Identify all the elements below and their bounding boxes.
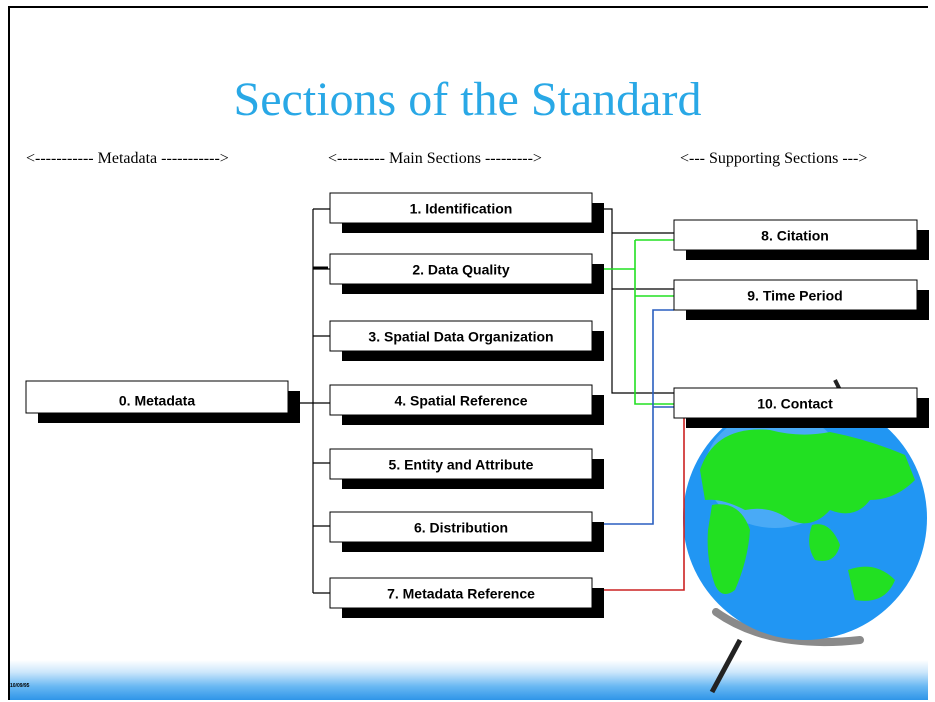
box-spatial-reference: 4. Spatial Reference [329, 384, 604, 425]
box-label-citation: 8. Citation [761, 228, 829, 244]
box-contact: 10. Contact [673, 387, 929, 428]
box-label-entity-attribute: 5. Entity and Attribute [389, 457, 534, 473]
box-label-spatial-reference: 4. Spatial Reference [394, 393, 527, 409]
box-label-spatial-data-organization: 3. Spatial Data Organization [368, 329, 553, 345]
header-metadata: <----------- Metadata -----------> [26, 150, 229, 167]
distribution-link [594, 309, 674, 525]
box-spatial-data-organization: 3. Spatial Data Organization [329, 320, 604, 361]
connector-lines [290, 208, 674, 594]
slide-title: Sections of the Standard [233, 73, 702, 126]
box-label-data-quality: 2. Data Quality [412, 262, 509, 278]
slide-frame [8, 6, 928, 700]
header-main-sections: <--------- Main Sections ---------> [328, 150, 542, 167]
header-supporting-sections: <--- Supporting Sections ---> [680, 150, 868, 167]
box-label-distribution: 6. Distribution [414, 520, 508, 536]
box-label-metadata: 0. Metadata [119, 393, 195, 409]
box-time-period: 9. Time Period [673, 279, 929, 320]
box-label-contact: 10. Contact [757, 396, 833, 412]
box-metadata-reference: 7. Metadata Reference [329, 577, 604, 618]
box-label-identification: 1. Identification [410, 201, 513, 217]
box-metadata: 0. Metadata [25, 380, 300, 423]
box-distribution: 6. Distribution [329, 511, 604, 552]
box-citation: 8. Citation [673, 219, 929, 260]
box-data-quality: 2. Data Quality [329, 253, 604, 294]
data-quality-links [594, 239, 674, 405]
box-entity-attribute: 5. Entity and Attribute [329, 448, 604, 489]
footer-date: 10/09/95 [10, 683, 30, 689]
box-label-time-period: 9. Time Period [747, 288, 842, 304]
metadata-reference-link [594, 418, 685, 591]
box-identification: 1. Identification [329, 192, 604, 233]
bottom-gradient-band [10, 660, 928, 700]
globe-icon [683, 379, 927, 694]
box-label-metadata-reference: 7. Metadata Reference [387, 586, 535, 602]
